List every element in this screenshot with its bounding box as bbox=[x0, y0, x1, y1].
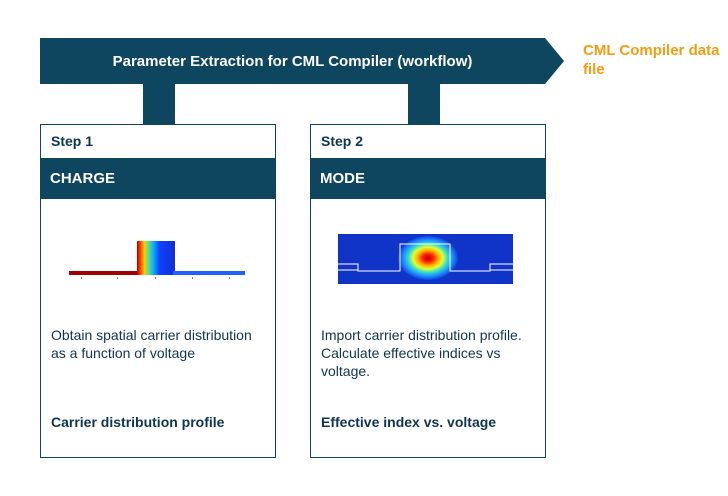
connector-step-1 bbox=[143, 84, 175, 124]
workflow-banner: Parameter Extraction for CML Compiler (w… bbox=[40, 38, 564, 84]
output-data-file-label: CML Compiler data file bbox=[583, 42, 720, 78]
step-1-description: Obtain spatial carrier distribution as a… bbox=[51, 327, 252, 361]
carrier-distribution-illustration bbox=[69, 241, 245, 279]
step-1-card: Step 1 CHARGE Obtain spatial carrier dis… bbox=[40, 124, 276, 458]
mode-profile-illustration bbox=[338, 234, 513, 284]
step-1-output: Carrier distribution profile bbox=[51, 414, 225, 430]
step-2-description: Import carrier distribution profile. Cal… bbox=[321, 327, 522, 379]
step-2-label: Step 2 bbox=[321, 133, 364, 149]
step-1-label: Step 1 bbox=[51, 133, 94, 149]
banner-arrow-shape bbox=[40, 38, 564, 84]
step-2-card: Step 2 MODE Import carrier distribution … bbox=[310, 124, 546, 458]
workflow-title: Parameter Extraction for CML Compiler (w… bbox=[112, 52, 473, 70]
step-1-name: CHARGE bbox=[40, 158, 276, 199]
connector-step-2 bbox=[408, 84, 440, 124]
step-2-name: MODE bbox=[310, 158, 546, 199]
step-2-output: Effective index vs. voltage bbox=[321, 414, 497, 430]
